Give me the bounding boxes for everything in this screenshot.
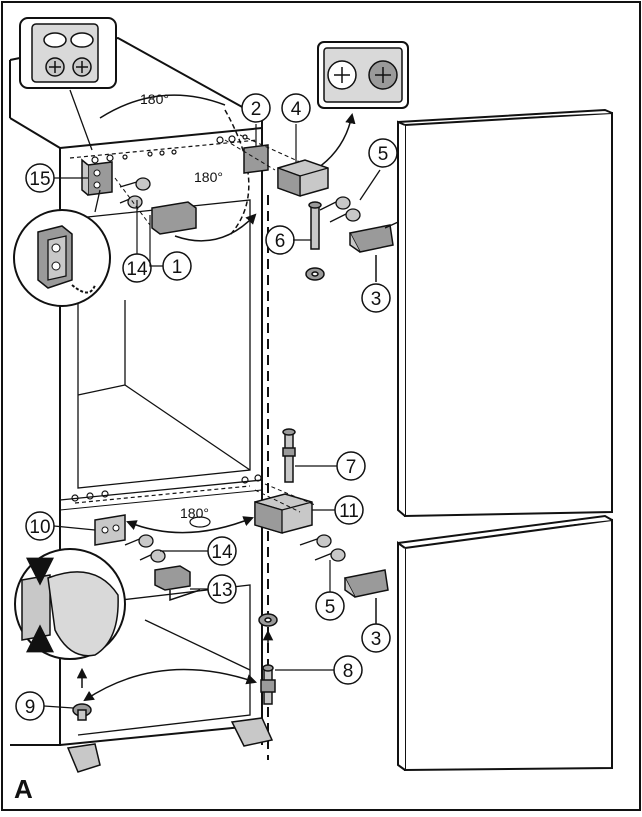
callout-6: 6: [275, 231, 286, 252]
callout-14a: 14: [126, 259, 148, 280]
callout-10: 10: [29, 517, 50, 538]
plug-9: [72, 667, 92, 721]
callout-3b: 3: [371, 629, 382, 650]
callout-13: 13: [211, 580, 232, 601]
dashed-guide-2: [224, 134, 301, 171]
washer-8: [258, 613, 278, 650]
inset-top-left: [19, 17, 117, 151]
callout-5b: 5: [325, 597, 336, 618]
callouts: [15, 93, 398, 721]
hinge-pin-7: [282, 428, 296, 483]
callout-4: 4: [291, 99, 302, 120]
dashed-guide-1: [114, 177, 151, 226]
callout-2-circle: [241, 93, 271, 123]
callout-9: 9: [25, 697, 36, 718]
bottom-rotate-arrow: [83, 668, 257, 702]
inset-circle-upper: [13, 189, 111, 307]
part-13: [154, 565, 201, 602]
callout-7: 7: [346, 457, 357, 478]
callout-5a: 5: [378, 144, 389, 165]
dashed-guide-11: [254, 483, 316, 513]
angle-label-top-right: 180°: [194, 169, 223, 185]
cover-cap-1: [151, 201, 257, 242]
cover-clip-3-bottom: [343, 569, 389, 625]
upper-door: [397, 108, 613, 518]
lower-door: [397, 514, 613, 772]
block-2: [243, 124, 269, 174]
angle-label-middle: 180°: [180, 505, 209, 521]
middle-hinge-plate-10: [94, 514, 126, 546]
callout-5a-circle: [368, 138, 398, 168]
cabinet-interior: [59, 199, 263, 736]
callout-3a-circle: [361, 283, 391, 313]
inset-circle-lower: [14, 548, 126, 660]
cabinet-body: [9, 36, 263, 746]
middle-rotate-arrow: [126, 516, 254, 534]
top-hinge-holes: [69, 134, 259, 164]
middle-screws: [124, 534, 166, 563]
angle-label-top: 180°: [140, 91, 169, 107]
inset-top-right: [314, 41, 409, 171]
bracket-screws-middle: [299, 534, 346, 562]
callout-8: 8: [343, 661, 354, 682]
bracket-screws-top: [319, 169, 381, 223]
cover-clip-3-top: [348, 224, 394, 282]
callout-15: 15: [29, 169, 50, 190]
callout-3b-circle: [361, 623, 391, 653]
callout-4-circle: [281, 93, 311, 123]
hinge-pin-8: [260, 664, 276, 705]
callout-1: 1: [172, 257, 183, 278]
hinge-pin-6: [305, 201, 325, 281]
top-screws: [119, 177, 151, 209]
cabinet-feet: [66, 717, 274, 773]
callout-11: 11: [339, 501, 359, 522]
figure-label: A: [14, 774, 33, 804]
detail-circle-top: [99, 94, 250, 236]
callout-labels: 1 2 3 3 4 5 5 6 7 8 9 10 11 13 14 14 15: [25, 99, 389, 718]
leader-lines: [43, 177, 337, 709]
hinge-bracket-11: [254, 493, 313, 534]
callout-3a: 3: [371, 289, 382, 310]
callout-14b: 14: [211, 542, 233, 563]
callout-2: 2: [251, 99, 262, 120]
hinge-bracket-4: [277, 124, 329, 197]
